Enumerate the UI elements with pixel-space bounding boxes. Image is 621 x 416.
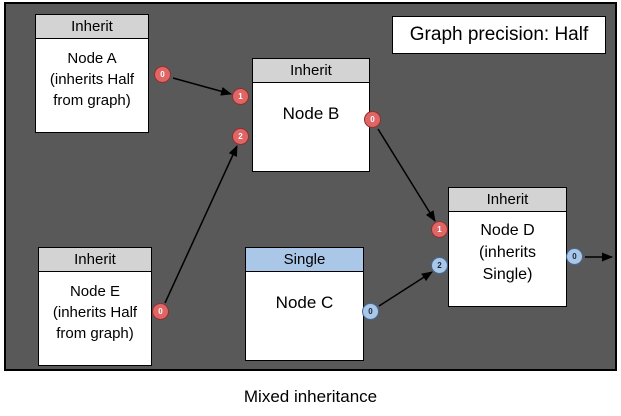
node-b-input-2-port[interactable]: 2	[232, 128, 249, 145]
node-b-body: Node B	[282, 104, 340, 123]
node-d-input-2-port-label: 2	[437, 261, 442, 270]
edge-a-to-b	[172, 77, 232, 96]
node-b-input-1-port-label: 1	[238, 92, 243, 101]
node-a-header: Inherit	[36, 15, 148, 39]
graph-precision-text: Graph precision: Half	[409, 24, 589, 45]
node-b-header: Inherit	[253, 59, 369, 83]
node-d-header: Inherit	[449, 188, 566, 212]
edge-c-to-d	[378, 271, 433, 307]
node-d-output-port-label: 0	[572, 252, 577, 261]
node-a[interactable]: Inherit Node A (inherits Half from graph…	[35, 14, 149, 133]
node-c-body: Node C	[275, 293, 334, 312]
graph-canvas: Graph precision: Half Inherit Node A (in…	[4, 2, 617, 371]
node-e-output-port[interactable]: 0	[152, 303, 169, 320]
node-d-input-2-port[interactable]: 2	[431, 257, 448, 274]
node-e-header: Inherit	[39, 248, 151, 272]
node-b-input-1-port[interactable]: 1	[232, 88, 249, 105]
node-c-header: Single	[246, 248, 363, 272]
node-b-output-port-label: 0	[370, 115, 375, 124]
node-b-output-port[interactable]: 0	[364, 111, 381, 128]
node-c-output-port[interactable]: 0	[362, 303, 379, 320]
node-e[interactable]: Inherit Node E (inherits Half from graph…	[38, 247, 152, 366]
graph-precision-label: Graph precision: Half	[392, 16, 606, 54]
node-d-body: Node D (inherits Single)	[479, 222, 536, 283]
node-d-output-port[interactable]: 0	[566, 248, 583, 265]
edges-layer	[164, 77, 613, 307]
node-a-output-port[interactable]: 0	[154, 66, 171, 83]
edge-b-to-d	[377, 128, 436, 222]
node-b-input-2-port-label: 2	[238, 132, 243, 141]
node-d-input-1-port[interactable]: 1	[431, 221, 448, 238]
node-e-body: Node E (inherits Half from graph)	[52, 283, 138, 342]
node-d[interactable]: Inherit Node D (inherits Single)	[448, 187, 567, 307]
node-c[interactable]: Single Node C	[245, 247, 364, 361]
edge-e-to-b	[164, 145, 238, 304]
node-c-output-port-label: 0	[368, 307, 373, 316]
node-e-output-port-label: 0	[158, 307, 163, 316]
node-b[interactable]: Inherit Node B	[252, 58, 370, 172]
node-d-input-1-port-label: 1	[437, 225, 442, 234]
node-a-body: Node A (inherits Half from graph)	[49, 50, 135, 109]
caption: Mixed inheritance	[243, 387, 378, 406]
node-a-output-port-label: 0	[160, 70, 165, 79]
